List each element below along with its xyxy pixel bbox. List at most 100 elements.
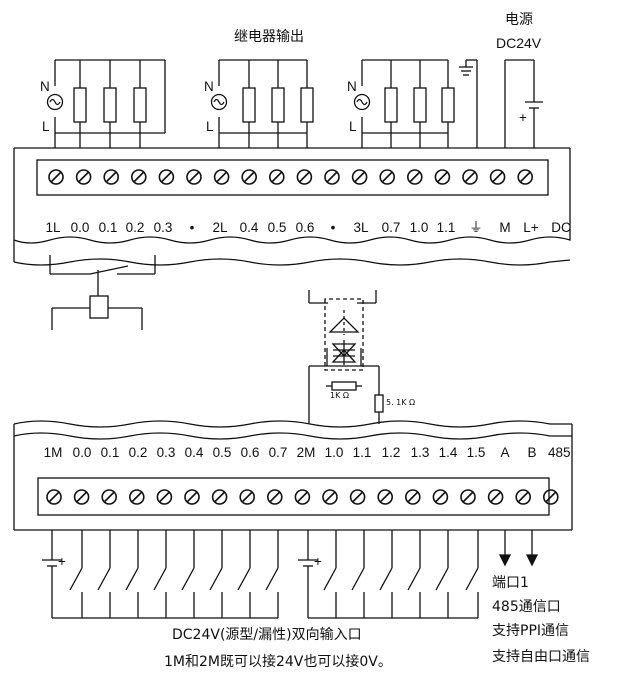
input-terminal-label: 0.2 <box>128 445 148 460</box>
input-terminal-label: 0.6 <box>240 445 260 460</box>
input-screw-terminal <box>349 489 366 505</box>
output-screw-terminal <box>75 169 92 185</box>
input-screw-terminal <box>404 489 421 505</box>
relay-load-resistor <box>384 87 398 123</box>
dc-power-source <box>504 59 543 148</box>
input-switch <box>125 530 139 618</box>
relay-load-resistor <box>413 87 427 123</box>
ac-n-label-3: N <box>347 79 357 94</box>
port-note-4: 支持自由口通信 <box>492 649 590 665</box>
input-terminal-label: 0.0 <box>72 445 92 460</box>
resistor-51k-label: 5. 1K Ω <box>386 398 416 407</box>
relay-load-resistor <box>103 87 117 123</box>
input-terminal-label: 1.4 <box>438 445 458 460</box>
input-screw-terminal <box>101 489 117 505</box>
input-switch <box>351 530 365 618</box>
input-screw-terminal <box>377 489 394 505</box>
relay-group-3 <box>353 59 449 148</box>
input-screw-terminal <box>432 489 449 505</box>
input-screw-terminal <box>73 489 90 505</box>
relay-group-1 <box>46 59 166 148</box>
input-screw-terminal <box>211 489 228 505</box>
footer-line-1: DC24V(源型/漏性)双向输入口 <box>172 627 362 643</box>
output-screw-terminal <box>268 169 285 185</box>
input-screw-terminal <box>515 489 532 505</box>
relay-load-resistor <box>242 87 256 123</box>
input-plus-label-1: + <box>58 554 66 569</box>
relay-load-resistor <box>441 87 455 123</box>
resistor-1k-label: 1K Ω <box>330 391 349 400</box>
input-screw-terminal <box>460 489 476 505</box>
output-terminal-label: DC <box>551 220 571 235</box>
port-note-2: 485通信口 <box>492 599 561 615</box>
output-terminal-label: • <box>330 220 336 235</box>
input-terminal-label: A <box>500 445 510 460</box>
output-screw-terminal <box>48 169 64 185</box>
input-terminal-label: 1.1 <box>352 445 372 460</box>
output-block <box>13 147 571 266</box>
output-terminal-label: 1.1 <box>436 220 456 235</box>
input-circuit <box>308 290 384 424</box>
output-screw-terminal <box>351 169 368 185</box>
input-screw-terminal <box>46 489 62 505</box>
input-switch <box>379 530 393 618</box>
rs485-lines <box>498 530 539 567</box>
output-terminal-label: 0.0 <box>70 220 90 235</box>
input-switch <box>97 530 111 618</box>
input-terminal-label: 0.1 <box>100 445 120 460</box>
input-switch <box>153 530 167 618</box>
output-terminal-label: 3L <box>353 220 369 235</box>
ac-n-label-2: N <box>204 79 214 94</box>
input-terminal-label: 0.5 <box>212 445 232 460</box>
input-switch <box>435 530 449 618</box>
input-group-1 <box>42 530 278 619</box>
input-switch <box>407 530 421 618</box>
output-terminal-label: 1.0 <box>409 220 429 235</box>
output-terminal-label: ⏚ <box>469 220 483 235</box>
input-screw-terminal <box>294 489 311 505</box>
input-terminal-label: 485 <box>548 445 571 460</box>
input-terminal-label: 2M <box>296 445 316 460</box>
ground-symbol <box>459 59 478 148</box>
ac-l-label-2: L <box>206 119 214 134</box>
external-relay <box>49 255 156 330</box>
input-switch <box>465 530 479 618</box>
output-screw-terminal <box>241 169 257 185</box>
output-screw-terminal <box>213 169 230 185</box>
output-terminal-label: 0.2 <box>125 220 145 235</box>
output-terminal-label: L+ <box>523 220 539 235</box>
input-switch <box>209 530 223 618</box>
output-terminal-label: • <box>189 220 195 235</box>
input-screw-terminal <box>487 489 504 505</box>
port-note-3: 支持PPI通信 <box>492 623 570 639</box>
input-screw-terminal <box>542 489 559 505</box>
input-terminal-label: 1M <box>43 445 63 460</box>
output-terminal-label: 0.6 <box>295 220 315 235</box>
output-terminal-label: 0.5 <box>267 220 287 235</box>
output-screw-terminal <box>103 169 119 185</box>
relay-group-2 <box>210 59 308 148</box>
input-screw-terminal <box>239 489 255 505</box>
ac-l-label-3: L <box>349 119 357 134</box>
input-switch <box>237 530 251 618</box>
output-terminal-label: M <box>499 220 511 235</box>
input-terminal-label: 0.7 <box>268 445 288 460</box>
input-terminal-label: 0.4 <box>184 445 204 460</box>
input-screw-terminal <box>322 489 338 505</box>
output-terminal-label: 0.3 <box>153 220 173 235</box>
input-screw-terminal <box>266 489 283 505</box>
output-screw-terminal <box>489 169 506 185</box>
input-switch <box>69 530 83 618</box>
input-terminal-label: 1.2 <box>381 445 401 460</box>
output-terminal-label: 2L <box>212 220 228 235</box>
output-screw-terminal <box>406 169 423 185</box>
output-terminal-label: 0.4 <box>239 220 259 235</box>
output-screw-terminal <box>434 169 451 185</box>
footer-line-2: 1M和2M既可以接24V也可以接0V。 <box>164 654 392 670</box>
relay-load-resistor <box>73 87 87 123</box>
input-switch <box>265 530 279 618</box>
output-screw-terminal <box>379 169 396 185</box>
input-screw-terminal <box>129 489 145 505</box>
